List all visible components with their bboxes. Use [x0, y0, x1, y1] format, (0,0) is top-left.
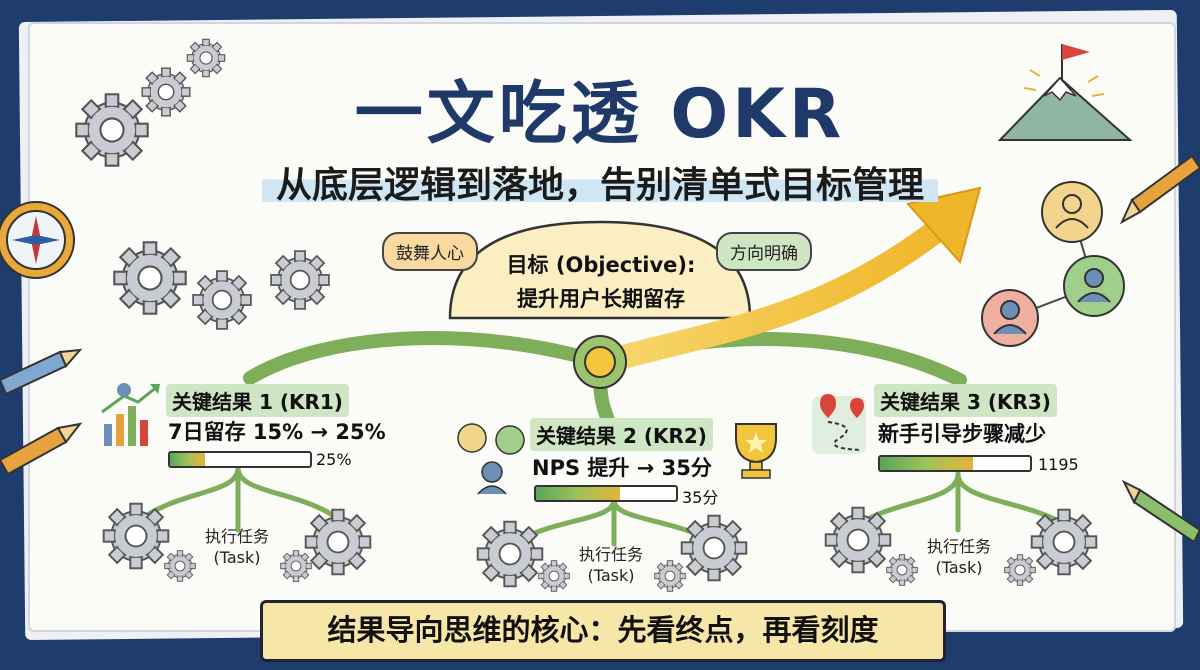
objective-line2: 提升用户长期留存	[517, 287, 685, 311]
gear-icon	[113, 241, 187, 315]
kr2-progress-bar	[534, 485, 678, 502]
tag-inspiring: 鼓舞人心	[382, 232, 478, 271]
task-label-1: 执行任务 (Task)	[192, 526, 282, 568]
pencil-icon	[0, 348, 83, 396]
kr2-progress-fill	[536, 487, 620, 500]
growth-arrow	[600, 186, 982, 372]
people-network-icon	[981, 181, 1125, 347]
task-label-2: 执行任务 (Task)	[566, 544, 656, 586]
task-label-line1: 执行任务	[926, 537, 991, 556]
gear-icon	[824, 506, 892, 574]
gear-icon	[654, 560, 686, 592]
kr1-progress-fill	[170, 453, 205, 466]
kr3-progress-label: 1195	[1038, 455, 1079, 474]
compass-icon	[0, 201, 75, 279]
gear-icon	[164, 550, 196, 582]
gear-icon	[538, 560, 570, 592]
page-subtitle: 从底层逻辑到落地，告别清单式目标管理	[0, 156, 1200, 208]
task-label-3: 执行任务 (Task)	[914, 536, 1004, 578]
kr3-heading: 关键结果 3 (KR3)	[874, 384, 1057, 417]
kr3-progress-bar	[878, 455, 1032, 472]
kr1-heading: 关键结果 1 (KR1)	[166, 384, 349, 417]
kr1-value: 7日留存 15% → 25%	[168, 420, 386, 444]
subtitle-text: 从底层逻辑到落地，告别清单式目标管理	[261, 165, 938, 206]
tag-direction: 方向明确	[716, 232, 812, 271]
kr2-progress-label: 35分	[682, 488, 719, 507]
kr1-progress-label: 25%	[316, 450, 352, 469]
trophy-icon	[735, 423, 777, 479]
faces-icon	[457, 423, 525, 495]
kr2-value: NPS 提升 → 35分	[532, 456, 712, 480]
task-label-line1: 执行任务	[204, 527, 269, 546]
task-label-line1: 执行任务	[578, 545, 643, 564]
center-node	[573, 335, 627, 389]
gear-icon	[1030, 508, 1098, 576]
kr3-value: 新手引导步骤减少	[878, 422, 1046, 446]
gear-icon	[280, 550, 312, 582]
page-title: 一文吃透 OKR	[354, 75, 846, 154]
footer-banner: 结果导向思维的核心：先看终点，再看刻度	[260, 600, 946, 662]
gear-icon	[270, 250, 330, 310]
gear-icon	[102, 502, 170, 570]
gear-icon	[192, 270, 252, 330]
chart-icon	[101, 383, 160, 446]
gear-icon	[680, 514, 748, 582]
kr3-progress-fill	[880, 457, 973, 470]
objective-line1: 目标 (Objective):	[506, 253, 696, 277]
objective-label: 目标 (Objective): 提升用户长期留存	[466, 248, 736, 316]
gear-icon	[304, 508, 372, 576]
gear-icon	[1004, 554, 1036, 586]
pencil-icon	[1119, 154, 1200, 225]
map-path-icon	[812, 394, 866, 454]
pencil-icon	[1121, 479, 1200, 544]
task-label-line2: (Task)	[935, 558, 983, 577]
pencil-icon	[0, 422, 83, 476]
kr2-heading: 关键结果 2 (KR2)	[530, 418, 713, 451]
gear-icon	[476, 520, 544, 588]
gear-icon	[886, 554, 918, 586]
task-label-line2: (Task)	[587, 566, 635, 585]
task-label-line2: (Task)	[213, 548, 261, 567]
kr1-progress-bar	[168, 451, 312, 468]
mountain-flag-icon	[997, 44, 1133, 141]
